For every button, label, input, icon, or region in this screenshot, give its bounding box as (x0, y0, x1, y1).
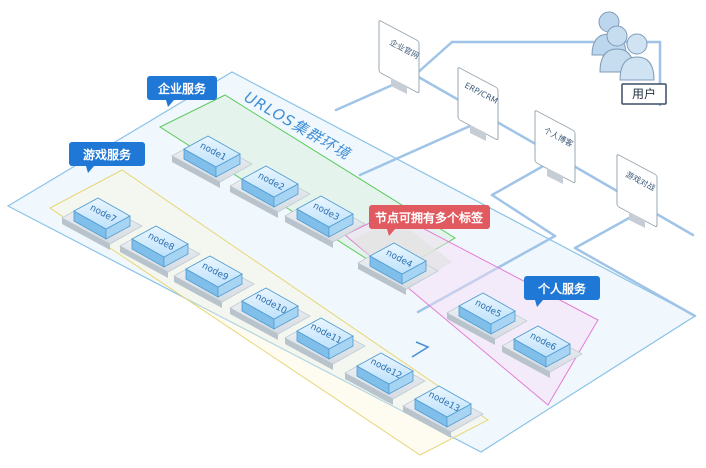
node-platform-side (403, 406, 451, 438)
node-box[interactable]: node10 (229, 287, 311, 340)
node-box[interactable]: node8 (119, 225, 201, 278)
node-box-top (296, 317, 354, 350)
tag-multi-tag-note: 节点可拥有多个标签 (369, 205, 490, 236)
node-box[interactable]: node12 (344, 352, 426, 405)
node-box-top (513, 325, 571, 358)
users-icon (591, 11, 655, 81)
node-platform-side (447, 313, 495, 345)
tag-personal: 个人服务 (524, 276, 600, 307)
node-platform-side (358, 263, 406, 295)
node-platform-side (62, 218, 110, 250)
node-platform-side (285, 338, 333, 370)
node-box-top (356, 352, 414, 385)
node-box[interactable]: node5 (446, 292, 528, 345)
node-box-top (183, 135, 241, 168)
tag-enterprise: 企业服务 (147, 76, 217, 107)
node-box-top (185, 255, 243, 288)
node-box-top (241, 287, 299, 320)
node-platform-side (230, 308, 278, 340)
node-platform-side (502, 346, 550, 378)
client-game-battle[interactable]: 游戏对战 (616, 154, 658, 228)
node-box-top (296, 195, 354, 228)
node-box-top (241, 165, 299, 198)
node-box-top (131, 225, 189, 258)
client-personal-blog[interactable]: 个人博客 (534, 110, 576, 184)
node-box[interactable]: node11 (284, 317, 366, 370)
node-box[interactable]: node4 (357, 242, 439, 295)
tag-multi-tag-note-label: 节点可拥有多个标签 (375, 210, 484, 225)
client-erp-crm[interactable]: ERP/CRM (457, 67, 499, 141)
client-enterprise-site[interactable]: 企业官网 (378, 20, 421, 94)
node-box[interactable]: node6 (501, 325, 583, 378)
tag-personal-label: 个人服务 (537, 281, 587, 296)
node-box-top (73, 197, 131, 230)
node-platform-side (174, 276, 222, 308)
network-links (334, 40, 697, 318)
tag-game: 游戏服务 (69, 142, 145, 173)
tag-enterprise-label: 企业服务 (157, 81, 207, 96)
node-box-top (369, 242, 427, 275)
node-platform-side (172, 156, 220, 188)
tag-game-label: 游戏服务 (83, 147, 132, 162)
node-box[interactable]: node9 (173, 255, 255, 308)
node-box[interactable]: node13 (402, 385, 484, 438)
node-platform-side (345, 373, 393, 405)
node-box[interactable]: node2 (229, 165, 311, 218)
node-box-top (458, 292, 516, 325)
users-label: 用户 (632, 86, 656, 101)
node-box[interactable]: node1 (171, 135, 253, 188)
users-label-box: 用户 (621, 83, 667, 105)
node-box[interactable]: node3 (284, 195, 366, 248)
node-platform-side (120, 246, 168, 278)
node-platform-side (230, 186, 278, 218)
node-platform-side (285, 216, 333, 248)
node-box[interactable]: node7 (61, 197, 143, 250)
node-box-top (414, 385, 472, 418)
